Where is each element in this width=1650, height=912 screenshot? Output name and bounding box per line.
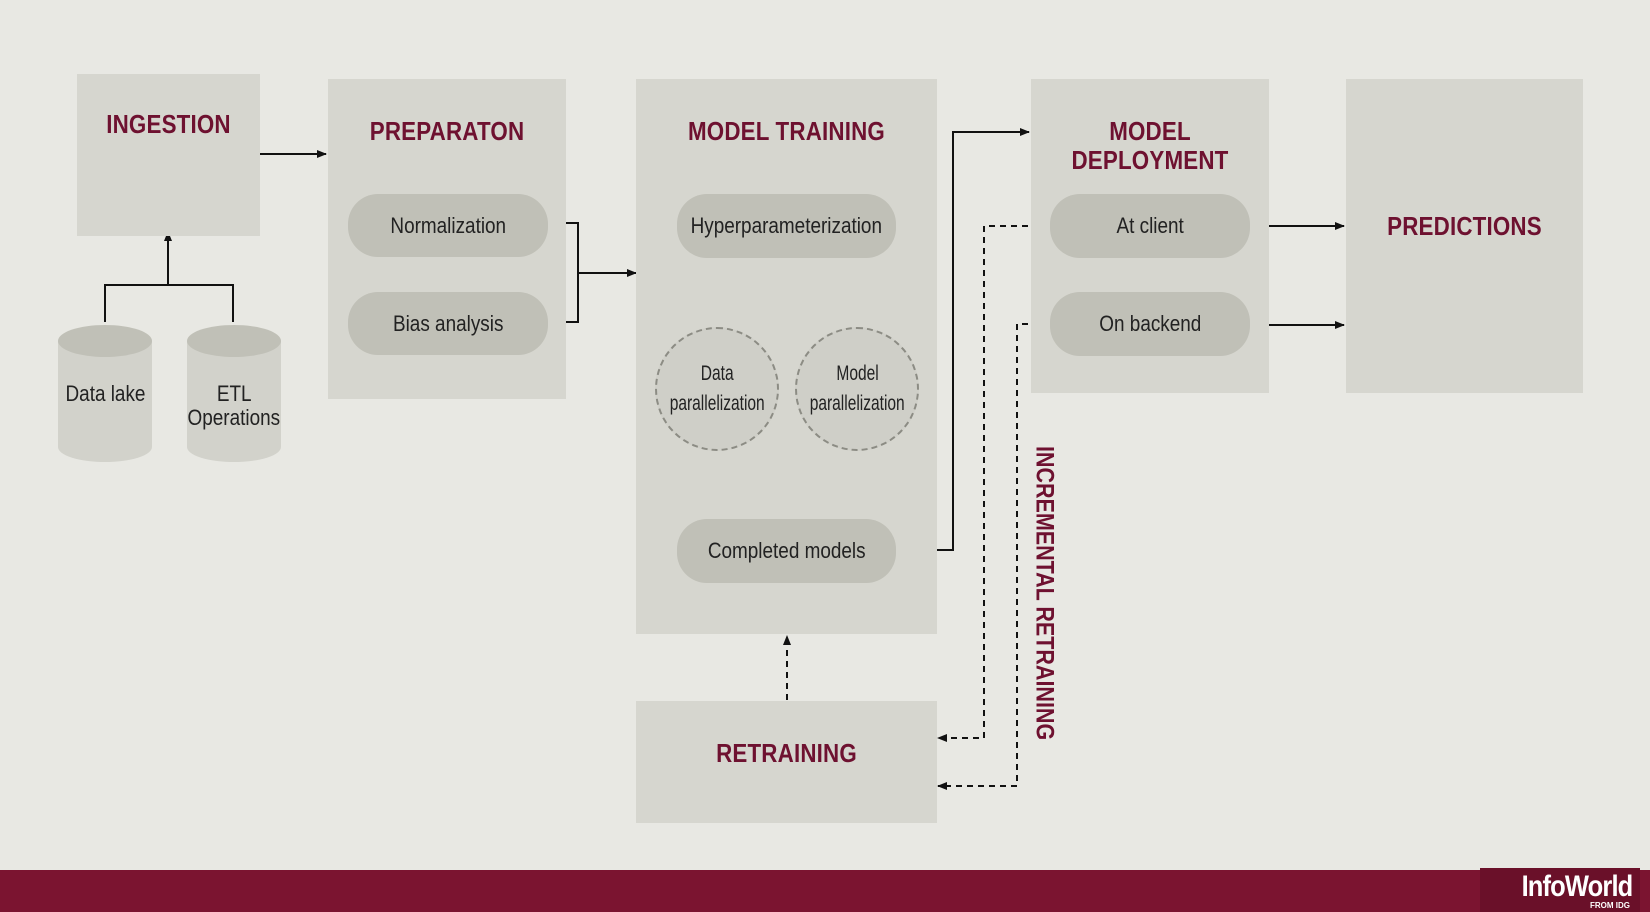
footer-bar: InfoWorld FROM IDG bbox=[0, 868, 1650, 912]
data-lake-text: Data lake bbox=[65, 381, 145, 406]
predictions-title: PREDICTIONS bbox=[1387, 211, 1542, 241]
brand-name: InfoWorld bbox=[1521, 870, 1633, 903]
data-par-line2: parallelization bbox=[669, 392, 765, 415]
etl-label: ETL Operations bbox=[172, 382, 296, 430]
model-deployment-title-line1: MODEL bbox=[1109, 116, 1191, 146]
completed-models-step: Completed models bbox=[677, 519, 896, 583]
at-client-label: At client bbox=[1116, 213, 1184, 238]
infoworld-logo: InfoWorld FROM IDG bbox=[1480, 868, 1640, 912]
retraining-title: RETRAINING bbox=[716, 738, 857, 768]
data-lake-label: Data lake bbox=[58, 382, 152, 406]
preparation-panel: PREPARATON Normalization Bias analysis bbox=[328, 79, 566, 399]
ingestion-panel: INGESTION bbox=[77, 74, 260, 236]
brand-tagline: FROM IDG bbox=[1590, 901, 1630, 910]
bias-analysis-step: Bias analysis bbox=[348, 292, 548, 355]
preparation-title: PREPARATON bbox=[369, 116, 525, 146]
retraining-panel: RETRAINING bbox=[636, 701, 937, 823]
sources-to-ingestion-connector bbox=[104, 232, 234, 322]
data-parallelization-node: Data parallelization bbox=[655, 327, 779, 451]
model-deployment-title-line2: DEPLOYMENT bbox=[1071, 145, 1229, 175]
completed-models-label: Completed models bbox=[707, 538, 866, 563]
model-par-line1: Model bbox=[835, 362, 879, 385]
hyperparameterization-step: Hyperparameterization bbox=[677, 194, 896, 258]
data-par-line1: Data bbox=[700, 362, 734, 385]
model-deployment-panel: MODEL DEPLOYMENT At client On backend bbox=[1031, 79, 1269, 393]
at-client-target: At client bbox=[1050, 194, 1250, 258]
incremental-retraining-label: INCREMENTAL RETRAINING bbox=[1030, 446, 1059, 740]
ingestion-title: INGESTION bbox=[106, 109, 231, 139]
bias-analysis-label: Bias analysis bbox=[392, 310, 504, 336]
normalization-label: Normalization bbox=[390, 212, 506, 238]
hyperparameterization-label: Hyperparameterization bbox=[690, 213, 883, 238]
etl-text-line2: Operations bbox=[187, 405, 281, 430]
on-backend-target: On backend bbox=[1050, 292, 1250, 356]
incremental-retraining-text: INCREMENTAL RETRAINING bbox=[1030, 445, 1059, 741]
model-training-title: MODEL TRAINING bbox=[687, 116, 886, 146]
etl-text-line1: ETL bbox=[216, 381, 252, 406]
on-backend-label: On backend bbox=[1098, 311, 1202, 336]
predictions-panel: PREDICTIONS bbox=[1346, 79, 1583, 393]
normalization-step: Normalization bbox=[348, 194, 548, 257]
model-par-line2: parallelization bbox=[809, 392, 905, 415]
model-parallelization-node: Model parallelization bbox=[795, 327, 919, 451]
